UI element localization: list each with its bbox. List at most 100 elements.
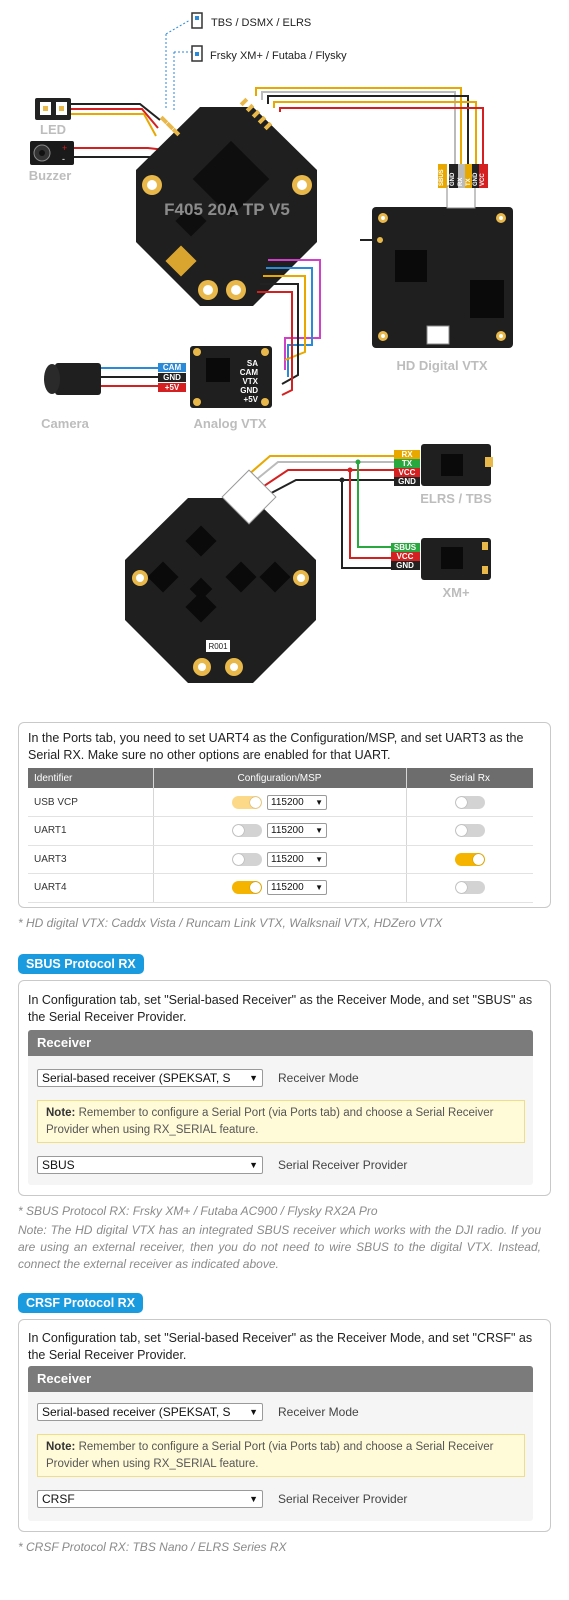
led-buzzer-wires — [71, 103, 169, 159]
serial-rx-toggle[interactable] — [454, 881, 485, 895]
ports-table: Identifier Configuration/MSP Serial Rx U… — [28, 768, 533, 903]
sbus-intro: In Configuration tab, set "Serial-based … — [28, 993, 533, 1024]
elrs-label: ELRS / TBS — [420, 491, 492, 506]
led-label: LED — [40, 122, 66, 137]
analog-vtx-module: SA CAM VTX GND +5V Analog VTX — [190, 346, 272, 431]
receiver-mode-label: Receiver Mode — [278, 1405, 359, 1419]
port-msp-cell: 115200▼ — [153, 788, 407, 817]
baud-select[interactable]: 115200▼ — [267, 851, 327, 867]
receiver-option-1: TBS / DSMX / ELRS — [211, 17, 311, 29]
chevron-down-icon: ▼ — [249, 1073, 258, 1083]
crsf-receiver-box: Receiver Serial-based receiver (SPEKSAT,… — [28, 1366, 533, 1521]
svg-text:RX: RX — [401, 450, 413, 459]
buzzer-label: Buzzer — [29, 168, 72, 183]
crsf-receiver-header: Receiver — [28, 1366, 533, 1392]
receiver-provider-select[interactable]: SBUS▼ — [37, 1156, 263, 1174]
col-serial-rx: Serial Rx — [406, 768, 533, 788]
table-row: UART4 115200▼ — [28, 873, 533, 903]
analog-vtx-wires — [257, 259, 321, 396]
port-identifier: UART4 — [28, 873, 154, 903]
crsf-panel: In Configuration tab, set "Serial-based … — [18, 1319, 551, 1532]
table-row: UART1 115200▼ — [28, 816, 533, 846]
svg-text:TX: TX — [402, 459, 413, 468]
svg-text:VCC: VCC — [397, 552, 414, 561]
col-identifier: Identifier — [28, 768, 154, 788]
port-identifier: USB VCP — [28, 788, 154, 817]
svg-text:+5V: +5V — [165, 383, 180, 392]
led-module: LED — [35, 98, 71, 137]
hd-vtx-wires — [255, 87, 484, 176]
sbus-panel: In Configuration tab, set "Serial-based … — [18, 980, 551, 1196]
receiver-provider-label: Serial Receiver Provider — [278, 1492, 408, 1506]
msp-toggle[interactable] — [232, 881, 262, 895]
svg-text:GND: GND — [240, 386, 258, 395]
serial-rx-toggle[interactable] — [454, 824, 485, 838]
hd-vtx-pin-label: TX — [466, 178, 472, 186]
svg-text:SA: SA — [247, 359, 258, 368]
receiver-provider-select[interactable]: CRSF▼ — [37, 1490, 263, 1508]
receiver-provider-label: Serial Receiver Provider — [278, 1158, 408, 1172]
chevron-down-icon: ▼ — [315, 883, 323, 893]
baud-select[interactable]: 115200▼ — [267, 880, 327, 896]
serial-rx-toggle[interactable] — [454, 852, 485, 866]
rx-serial-note: Note: Remember to configure a Serial Por… — [37, 1100, 525, 1143]
chevron-down-icon: ▼ — [249, 1494, 258, 1504]
receiver-option-2: Frsky XM+ / Futaba / Flysky — [210, 50, 347, 62]
msp-toggle[interactable] — [232, 852, 262, 866]
svg-text:SBUS: SBUS — [394, 543, 417, 552]
hd-vtx-pin-label: RX — [458, 178, 464, 186]
sbus-tag: SBUS Protocol RX — [18, 954, 144, 974]
receiver-option-legend: TBS / DSMX / ELRS Frsky XM+ / Futaba / F… — [165, 12, 347, 110]
crsf-tag: CRSF Protocol RX — [18, 1293, 144, 1313]
chevron-down-icon: ▼ — [315, 797, 323, 807]
receiver-mode-label: Receiver Mode — [278, 1071, 359, 1085]
rx-serial-note: Note: Remember to configure a Serial Por… — [37, 1434, 525, 1477]
fc-model-label: F405 20A TP V5 — [164, 200, 290, 219]
serial-rx-toggle[interactable] — [454, 795, 485, 809]
chevron-down-icon: ▼ — [249, 1407, 258, 1417]
chevron-down-icon: ▼ — [315, 854, 323, 864]
port-serial-rx-cell — [406, 788, 533, 817]
hd-vtx-module: HD Digital VTX — [360, 164, 513, 373]
camera-label: Camera — [41, 416, 89, 431]
table-row: USB VCP 115200▼ — [28, 788, 533, 817]
port-msp-cell: 115200▼ — [153, 873, 407, 903]
hd-vtx-label: HD Digital VTX — [396, 358, 487, 373]
camera-module: CAM GND +5V Camera — [41, 363, 186, 431]
sbus-footnote: * SBUS Protocol RX: Frsky XM+ / Futaba A… — [18, 1204, 378, 1218]
port-msp-cell: 115200▼ — [153, 816, 407, 846]
hd-vtx-pin-label: GND — [473, 172, 479, 186]
baud-select[interactable]: 115200▼ — [267, 794, 327, 810]
baud-select[interactable]: 115200▼ — [267, 823, 327, 839]
chevron-down-icon: ▼ — [315, 826, 323, 836]
analog-vtx-label: Analog VTX — [194, 416, 267, 431]
sbus-receiver-header: Receiver — [28, 1030, 533, 1056]
receiver-mode-select[interactable]: Serial-based receiver (SPEKSAT, S▼ — [37, 1403, 263, 1421]
port-identifier: UART1 — [28, 816, 154, 846]
svg-text:GND: GND — [398, 477, 416, 486]
flight-controller-board: F405 20A TP V5 — [136, 97, 317, 306]
svg-text:GND: GND — [163, 373, 181, 382]
svg-text:+: + — [62, 143, 67, 153]
hd-vtx-pin-label: SBUS — [439, 169, 445, 186]
port-msp-cell: 115200▼ — [153, 845, 407, 874]
svg-text:CAM: CAM — [240, 368, 259, 377]
msp-toggle[interactable] — [232, 795, 262, 809]
chevron-down-icon: ▼ — [249, 1160, 258, 1170]
receiver-mode-select[interactable]: Serial-based receiver (SPEKSAT, S▼ — [37, 1069, 263, 1087]
xm-label: XM+ — [442, 585, 470, 600]
xm-receiver: SBUS VCC GND XM+ — [391, 538, 491, 600]
sbus-receiver-box: Receiver Serial-based receiver (SPEKSAT,… — [28, 1030, 533, 1185]
port-serial-rx-cell — [406, 845, 533, 874]
flight-controller-bottom: R001 — [125, 469, 316, 683]
elrs-receiver: RX TX VCC GND ELRS / TBS — [394, 444, 493, 506]
hd-vtx-pin-label: VCC — [480, 173, 486, 186]
svg-text:VTX: VTX — [242, 377, 258, 386]
port-serial-rx-cell — [406, 816, 533, 846]
col-configuration-msp: Configuration/MSP — [153, 768, 407, 788]
svg-text:+5V: +5V — [244, 395, 259, 404]
ports-intro: In the Ports tab, you need to set UART4 … — [28, 731, 524, 762]
msp-toggle[interactable] — [232, 824, 262, 838]
